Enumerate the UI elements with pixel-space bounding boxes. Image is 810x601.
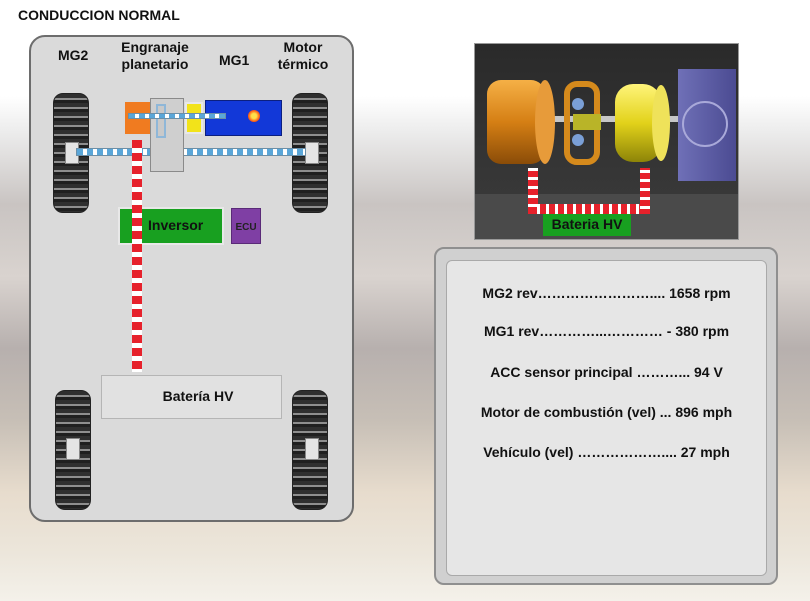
readout-acc-sensor: ACC sensor principal ………... 94 V xyxy=(490,364,723,380)
battery-label: Batería HV xyxy=(162,388,234,404)
page-title: CONDUCCION NORMAL xyxy=(18,7,180,23)
readout-mg2-rev: MG2 rev…………………….... 1658 rpm xyxy=(482,285,731,301)
readout-inner-panel xyxy=(446,260,767,576)
planetary-ring xyxy=(156,104,166,138)
photo-battery-label: Bateria HV xyxy=(551,216,623,232)
mg2-label: MG2 xyxy=(58,47,89,63)
planetary-gear-unit xyxy=(150,98,184,172)
engine-label: Motor térmico xyxy=(277,39,329,72)
transaxle-photo: Bateria HV xyxy=(474,43,739,240)
ecu-label: ECU xyxy=(235,222,257,233)
power-flow-line xyxy=(132,140,142,372)
front-right-hub xyxy=(305,142,319,164)
readout-vehicle-speed: Vehículo (vel) ……………….... 27 mph xyxy=(483,444,730,460)
engine-combustion-indicator xyxy=(248,110,260,122)
planetary-gear-label: Engranaje planetario xyxy=(121,39,189,72)
readout-mg1-rev: MG1 rev…………...………… - 380 rpm xyxy=(483,323,730,339)
battery-box xyxy=(101,375,282,419)
ecu-box xyxy=(231,208,261,244)
rear-right-hub xyxy=(305,438,319,460)
front-axle xyxy=(76,148,306,156)
readout-engine-speed: Motor de combustión (vel) ... 896 mph xyxy=(480,404,733,420)
inverter-label: Inversor xyxy=(148,217,204,233)
mg1-label: MG1 xyxy=(219,52,250,68)
rear-left-hub xyxy=(66,438,80,460)
transaxle-shaft xyxy=(128,113,226,119)
transaxle-illustration xyxy=(475,44,738,239)
